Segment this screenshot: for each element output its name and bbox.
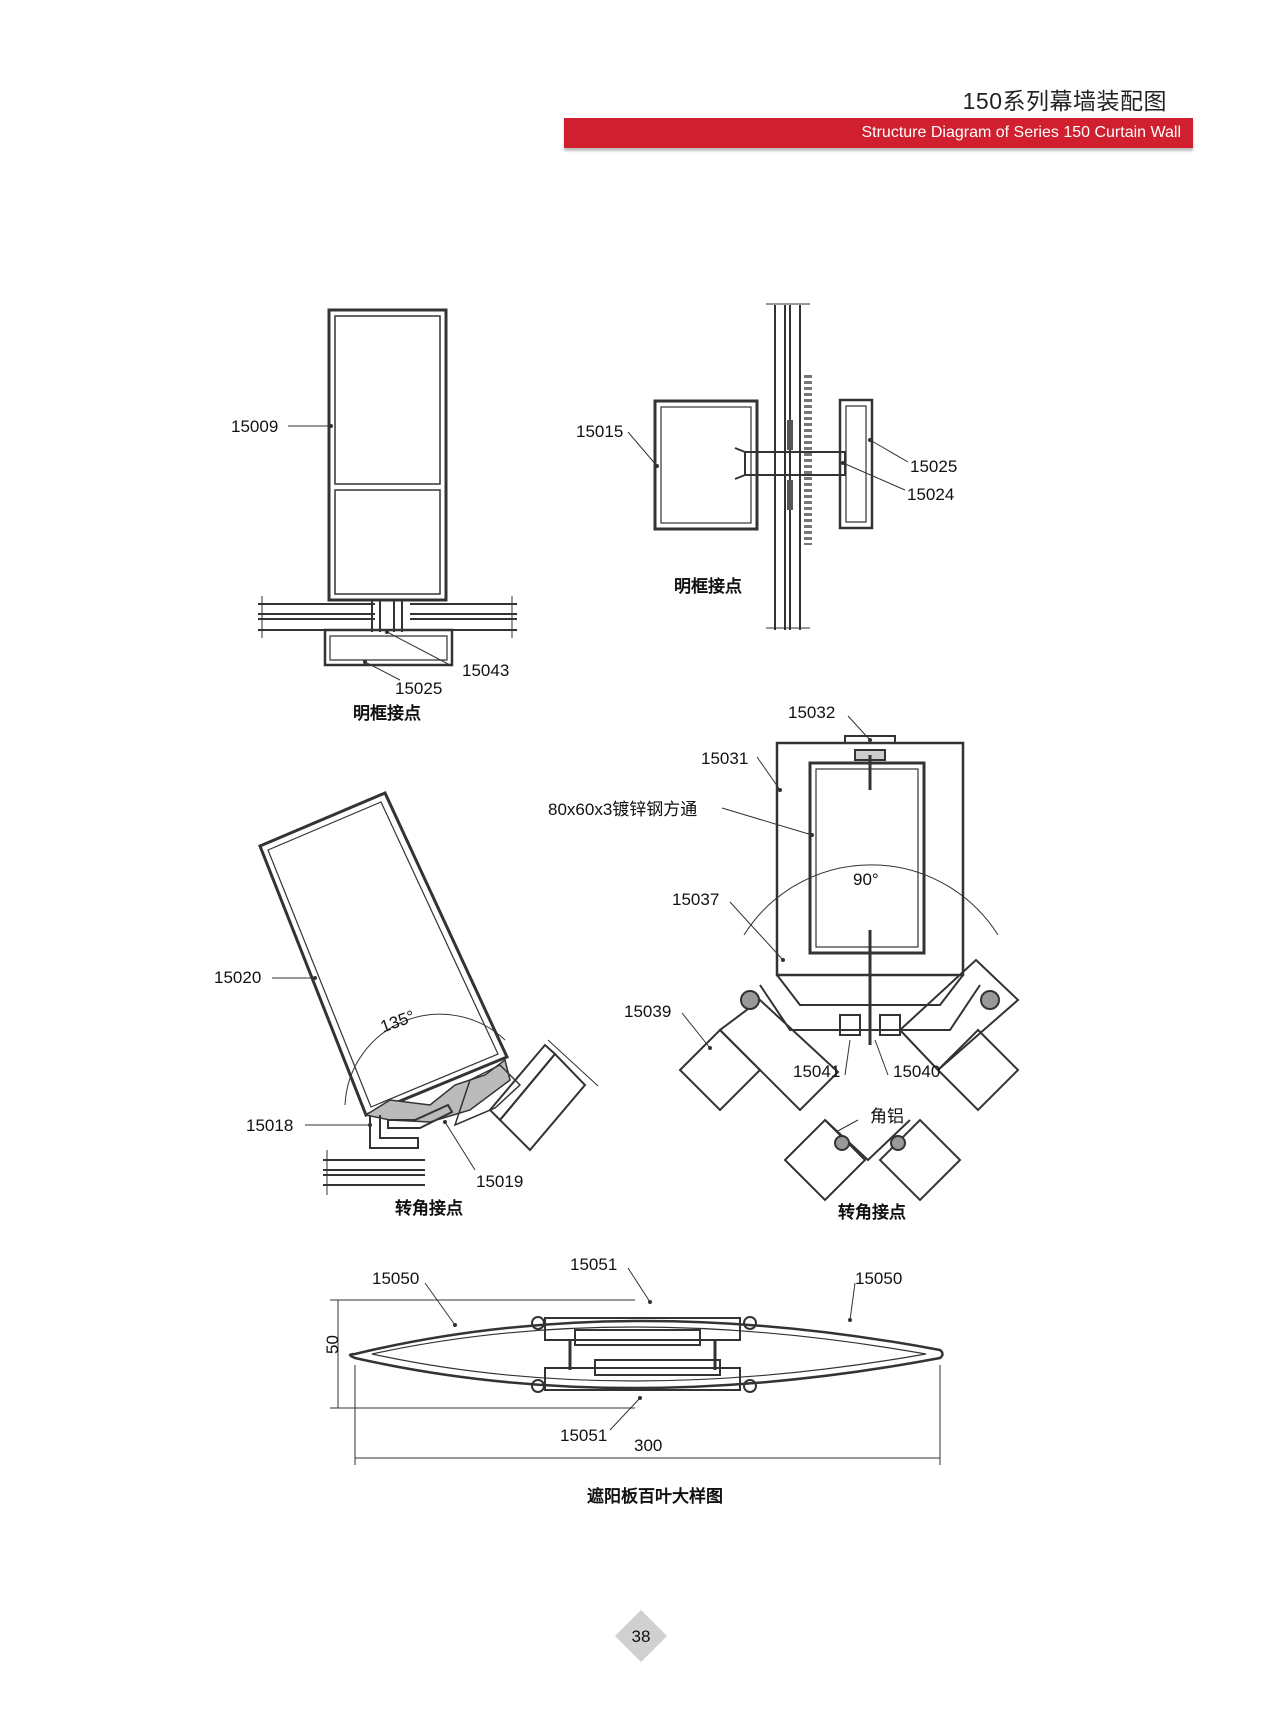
steel-tube — [808, 761, 926, 955]
caption-mid-left: 转角接点 — [395, 1198, 463, 1218]
label-15025: 15025 — [395, 679, 442, 698]
label-15025b: 15025 — [910, 457, 957, 476]
label-15024: 15024 — [907, 485, 954, 504]
diagram-top-left — [258, 308, 517, 681]
dim-height: 50 — [323, 1335, 342, 1354]
label-15031: 15031 — [701, 749, 748, 768]
label-15050-left: 15050 — [372, 1269, 419, 1288]
page-number: 38 — [632, 1627, 651, 1646]
label-15037: 15037 — [672, 890, 719, 909]
label-15043: 15043 — [462, 661, 509, 680]
mullion-15020 — [258, 791, 510, 1117]
diagram-mid-right — [678, 715, 1020, 1202]
label-15051-bottom: 15051 — [560, 1426, 607, 1445]
label-15041: 15041 — [793, 1062, 840, 1081]
caption-top-right: 明框接点 — [674, 576, 742, 596]
label-15019: 15019 — [476, 1172, 523, 1191]
label-steel-tube: 80x60x3镀锌钢方通 — [548, 800, 697, 819]
label-angle-aluminum: 角铝 — [870, 1107, 904, 1126]
diagram-bottom — [330, 1267, 944, 1465]
caption-bottom: 遮阳板百叶大样图 — [587, 1486, 723, 1506]
title-banner: Structure Diagram of Series 150 Curtain … — [564, 118, 1193, 148]
dim-width: 300 — [634, 1436, 662, 1455]
page-title: 150系列幕墙装配图 — [962, 88, 1167, 114]
label-15050-right: 15050 — [855, 1269, 902, 1288]
label-15009: 15009 — [231, 417, 278, 436]
label-15051-top: 15051 — [570, 1255, 617, 1274]
diagram-mid-left — [258, 791, 599, 1195]
label-15020: 15020 — [214, 968, 261, 987]
caption-top-left: 明框接点 — [353, 703, 421, 723]
mullion-15009 — [327, 308, 448, 602]
diagram-top-right — [627, 303, 909, 630]
angle-135: 135° — [378, 1007, 418, 1037]
label-15018: 15018 — [246, 1116, 293, 1135]
louvre-15050 — [348, 1319, 944, 1390]
page-number-badge: 38 — [615, 1610, 667, 1662]
label-15015: 15015 — [576, 422, 623, 441]
label-15039: 15039 — [624, 1002, 671, 1021]
caption-mid-right: 转角接点 — [838, 1202, 906, 1222]
label-15040: 15040 — [893, 1062, 940, 1081]
angle-90: 90° — [853, 870, 879, 889]
label-15032: 15032 — [788, 703, 835, 722]
